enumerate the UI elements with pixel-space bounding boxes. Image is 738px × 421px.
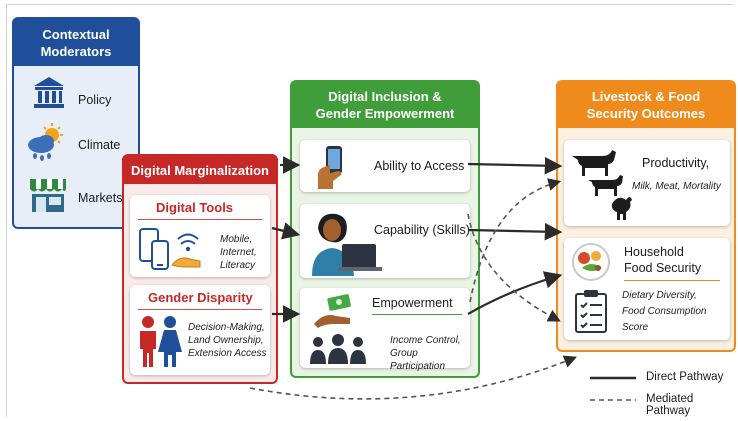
- legend-mediated-label: Mediated Pathway: [646, 393, 694, 417]
- moderators-header: Contextual Moderators: [14, 19, 138, 66]
- ability-to-access-card: Ability to Access: [300, 140, 470, 192]
- capability-skills-card: Capability (Skills): [300, 204, 470, 278]
- marginalization-title: Digital Marginalization: [131, 162, 269, 178]
- arrow-empowerment-to-food: [467, 271, 563, 315]
- empowerment-card: Empowerment Income Control, Group Partic…: [300, 288, 470, 372]
- hand-phone-icon: [318, 146, 342, 189]
- digital-marginalization-panel: Digital Marginalization Digital Tools Mo…: [122, 154, 278, 384]
- person-laptop-icon: [312, 213, 382, 276]
- inclusion-title: Digital Inclusion & Gender Empowerment: [315, 89, 455, 121]
- mobile-tablet-wifi-icon: [139, 228, 201, 270]
- food-security-detail: Dietary Diversity, Food Consumption Scor…: [622, 290, 707, 333]
- productivity-card: Productivity, Milk, Meat, Mortality: [564, 140, 730, 226]
- divider: [138, 309, 262, 310]
- livestock-icon: [572, 150, 632, 220]
- outcomes-title: Livestock & Food Security Outcomes: [586, 89, 706, 121]
- policy-label: Policy: [78, 93, 112, 107]
- arrow-access-to-productivity: [467, 156, 563, 175]
- digital-tools-title: Digital Tools: [156, 200, 234, 215]
- gender-disparity-title: Gender Disparity: [148, 290, 253, 305]
- money-hand-icon: [314, 294, 351, 328]
- government-building-icon: [34, 77, 64, 108]
- gender-disparity-card: Gender Disparity Decision-Making, Land O…: [130, 285, 270, 375]
- checklist-icon: [575, 290, 607, 333]
- market-stall-icon: [30, 179, 66, 212]
- inclusion-header: Digital Inclusion & Gender Empowerment: [292, 82, 478, 128]
- food-security-card: Household Food Security Dietary Diversit…: [564, 238, 730, 340]
- mediated-arrow-capability-to-food: [467, 213, 561, 322]
- productivity-label: Productivity,: [642, 156, 710, 170]
- marginalization-header: Digital Marginalization: [124, 156, 276, 184]
- group-people-icon: [310, 334, 366, 364]
- moderators-title: Contextual Moderators: [40, 26, 112, 59]
- sun-cloud-rain-icon: [28, 123, 63, 161]
- divider: [372, 314, 462, 315]
- digital-tools-detail: Mobile, Internet, Literacy: [220, 234, 257, 271]
- contextual-moderators-panel: Contextual Moderators Policy Climate Mar…: [12, 17, 140, 229]
- legend-direct-label: Direct Pathway: [646, 371, 724, 383]
- arrow-capability-to-productivity: [467, 222, 563, 241]
- productivity-detail: Milk, Meat, Mortality: [632, 181, 721, 192]
- digital-inclusion-panel: Digital Inclusion & Gender Empowerment A…: [290, 80, 480, 378]
- empowerment-detail: Income Control, Group Participation: [390, 335, 461, 372]
- man-woman-icon: [140, 316, 182, 367]
- empowerment-label: Empowerment: [372, 296, 453, 310]
- digital-tools-card: Digital Tools Mobile, Internet, Literacy: [130, 195, 270, 277]
- markets-label: Markets: [78, 191, 123, 205]
- outcomes-header: Livestock & Food Security Outcomes: [558, 82, 734, 128]
- ability-to-access-label: Ability to Access: [374, 159, 465, 173]
- mediated-arrow-marginalization-to-outcomes: [249, 355, 577, 400]
- divider: [138, 219, 262, 220]
- gender-disparity-detail: Decision-Making, Land Ownership, Extensi…: [188, 322, 267, 359]
- capability-skills-label: Capability (Skills): [374, 223, 470, 237]
- divider: [624, 280, 720, 281]
- mediated-arrow-empowerment-to-productivity: [469, 178, 562, 303]
- arrow-tools-to-capability: [271, 222, 301, 240]
- food-security-label: Household Food Security: [624, 245, 702, 275]
- figure-frame: [6, 4, 733, 417]
- outcomes-panel: Livestock & Food Security Outcomes Produ…: [556, 80, 736, 352]
- food-bowl-icon: [572, 243, 610, 281]
- climate-label: Climate: [78, 138, 121, 152]
